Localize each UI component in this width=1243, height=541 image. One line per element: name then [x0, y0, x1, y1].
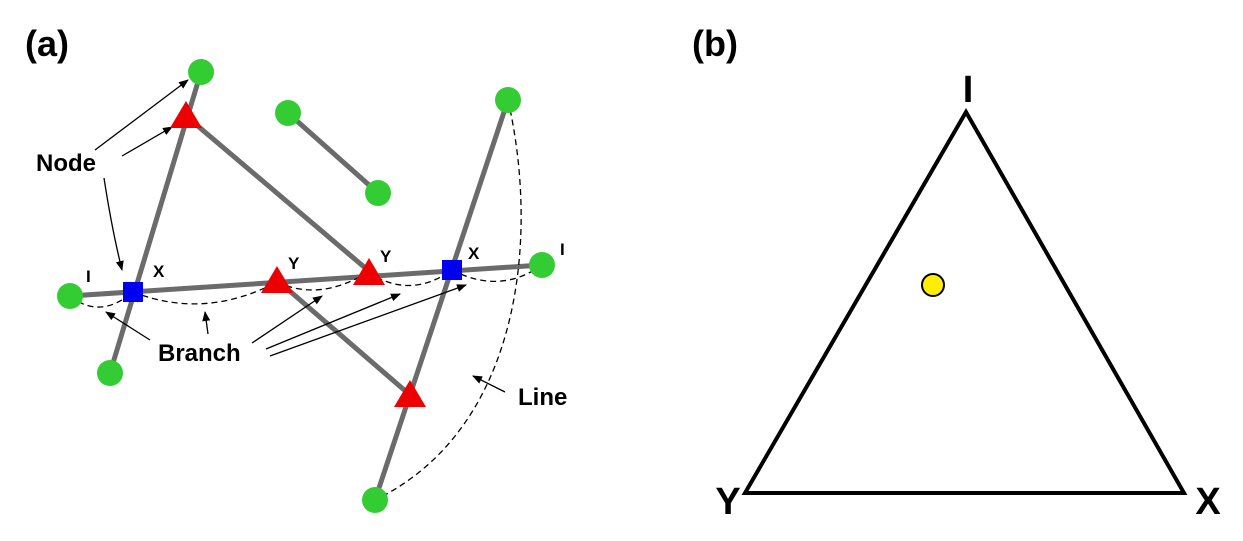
ternary-triangle [741, 107, 1188, 495]
vertex-label-bottom-right: X [1195, 481, 1221, 523]
right-long-segment [372, 97, 511, 503]
label-right-end: I [560, 240, 565, 259]
upper-diagonal-segment [183, 113, 373, 275]
endpoint-node [97, 360, 123, 386]
label-square-right: X [468, 244, 480, 263]
triangle-node [353, 258, 385, 285]
square-node [442, 260, 462, 280]
skeleton-segments [67, 69, 545, 503]
triangle-node [261, 266, 293, 293]
branch-arrow-4 [265, 293, 401, 350]
panel-a-label: (a) [25, 23, 69, 64]
label-triangle-mid: Y [288, 254, 300, 273]
node-arrow-1 [94, 79, 189, 151]
branch-arrow-3 [251, 295, 323, 344]
square-node [123, 282, 143, 302]
main-horizontal-segment [67, 262, 545, 299]
annotation-branch: Branch [158, 340, 241, 367]
panel-b: (b) I Y X [692, 23, 1221, 523]
branch-arrow-2 [202, 311, 211, 335]
square-nodes [123, 260, 462, 302]
node-arrow-2 [121, 126, 173, 157]
isolated-segment [285, 110, 381, 196]
annotation-line: Line [518, 384, 567, 411]
branch-arrow-5 [269, 284, 467, 357]
endpoint-node [365, 180, 391, 206]
line-arrow [472, 375, 506, 393]
endpoint-node [529, 252, 555, 278]
endpoint-node [57, 283, 83, 309]
branch-arrow-1 [105, 311, 151, 341]
label-square-left: X [153, 262, 165, 281]
endpoint-node [362, 487, 388, 513]
panel-a: (a) [25, 23, 567, 513]
lower-diagonal-segment [274, 277, 413, 398]
endpoint-node [495, 87, 521, 113]
triangle-nodes [170, 101, 426, 407]
node-arrow-3 [103, 177, 124, 271]
endpoint-node [188, 59, 214, 85]
branch-arc-2 [132, 281, 278, 305]
annotation-node: Node [36, 150, 96, 177]
panel-b-label: (b) [692, 23, 738, 64]
triangle-node [394, 380, 426, 407]
label-triangle-right: Y [380, 247, 392, 266]
vertex-label-bottom-left: Y [715, 481, 740, 523]
endpoint-node [275, 100, 301, 126]
vertex-label-top: I [963, 69, 974, 111]
triangle-node [170, 101, 202, 128]
annotation-arrows [94, 79, 506, 393]
label-left-end: I [86, 267, 91, 286]
ternary-point [921, 273, 945, 297]
node-labels: I X Y Y X I [86, 240, 565, 286]
endpoint-nodes [57, 59, 555, 513]
line-arc [374, 99, 522, 501]
